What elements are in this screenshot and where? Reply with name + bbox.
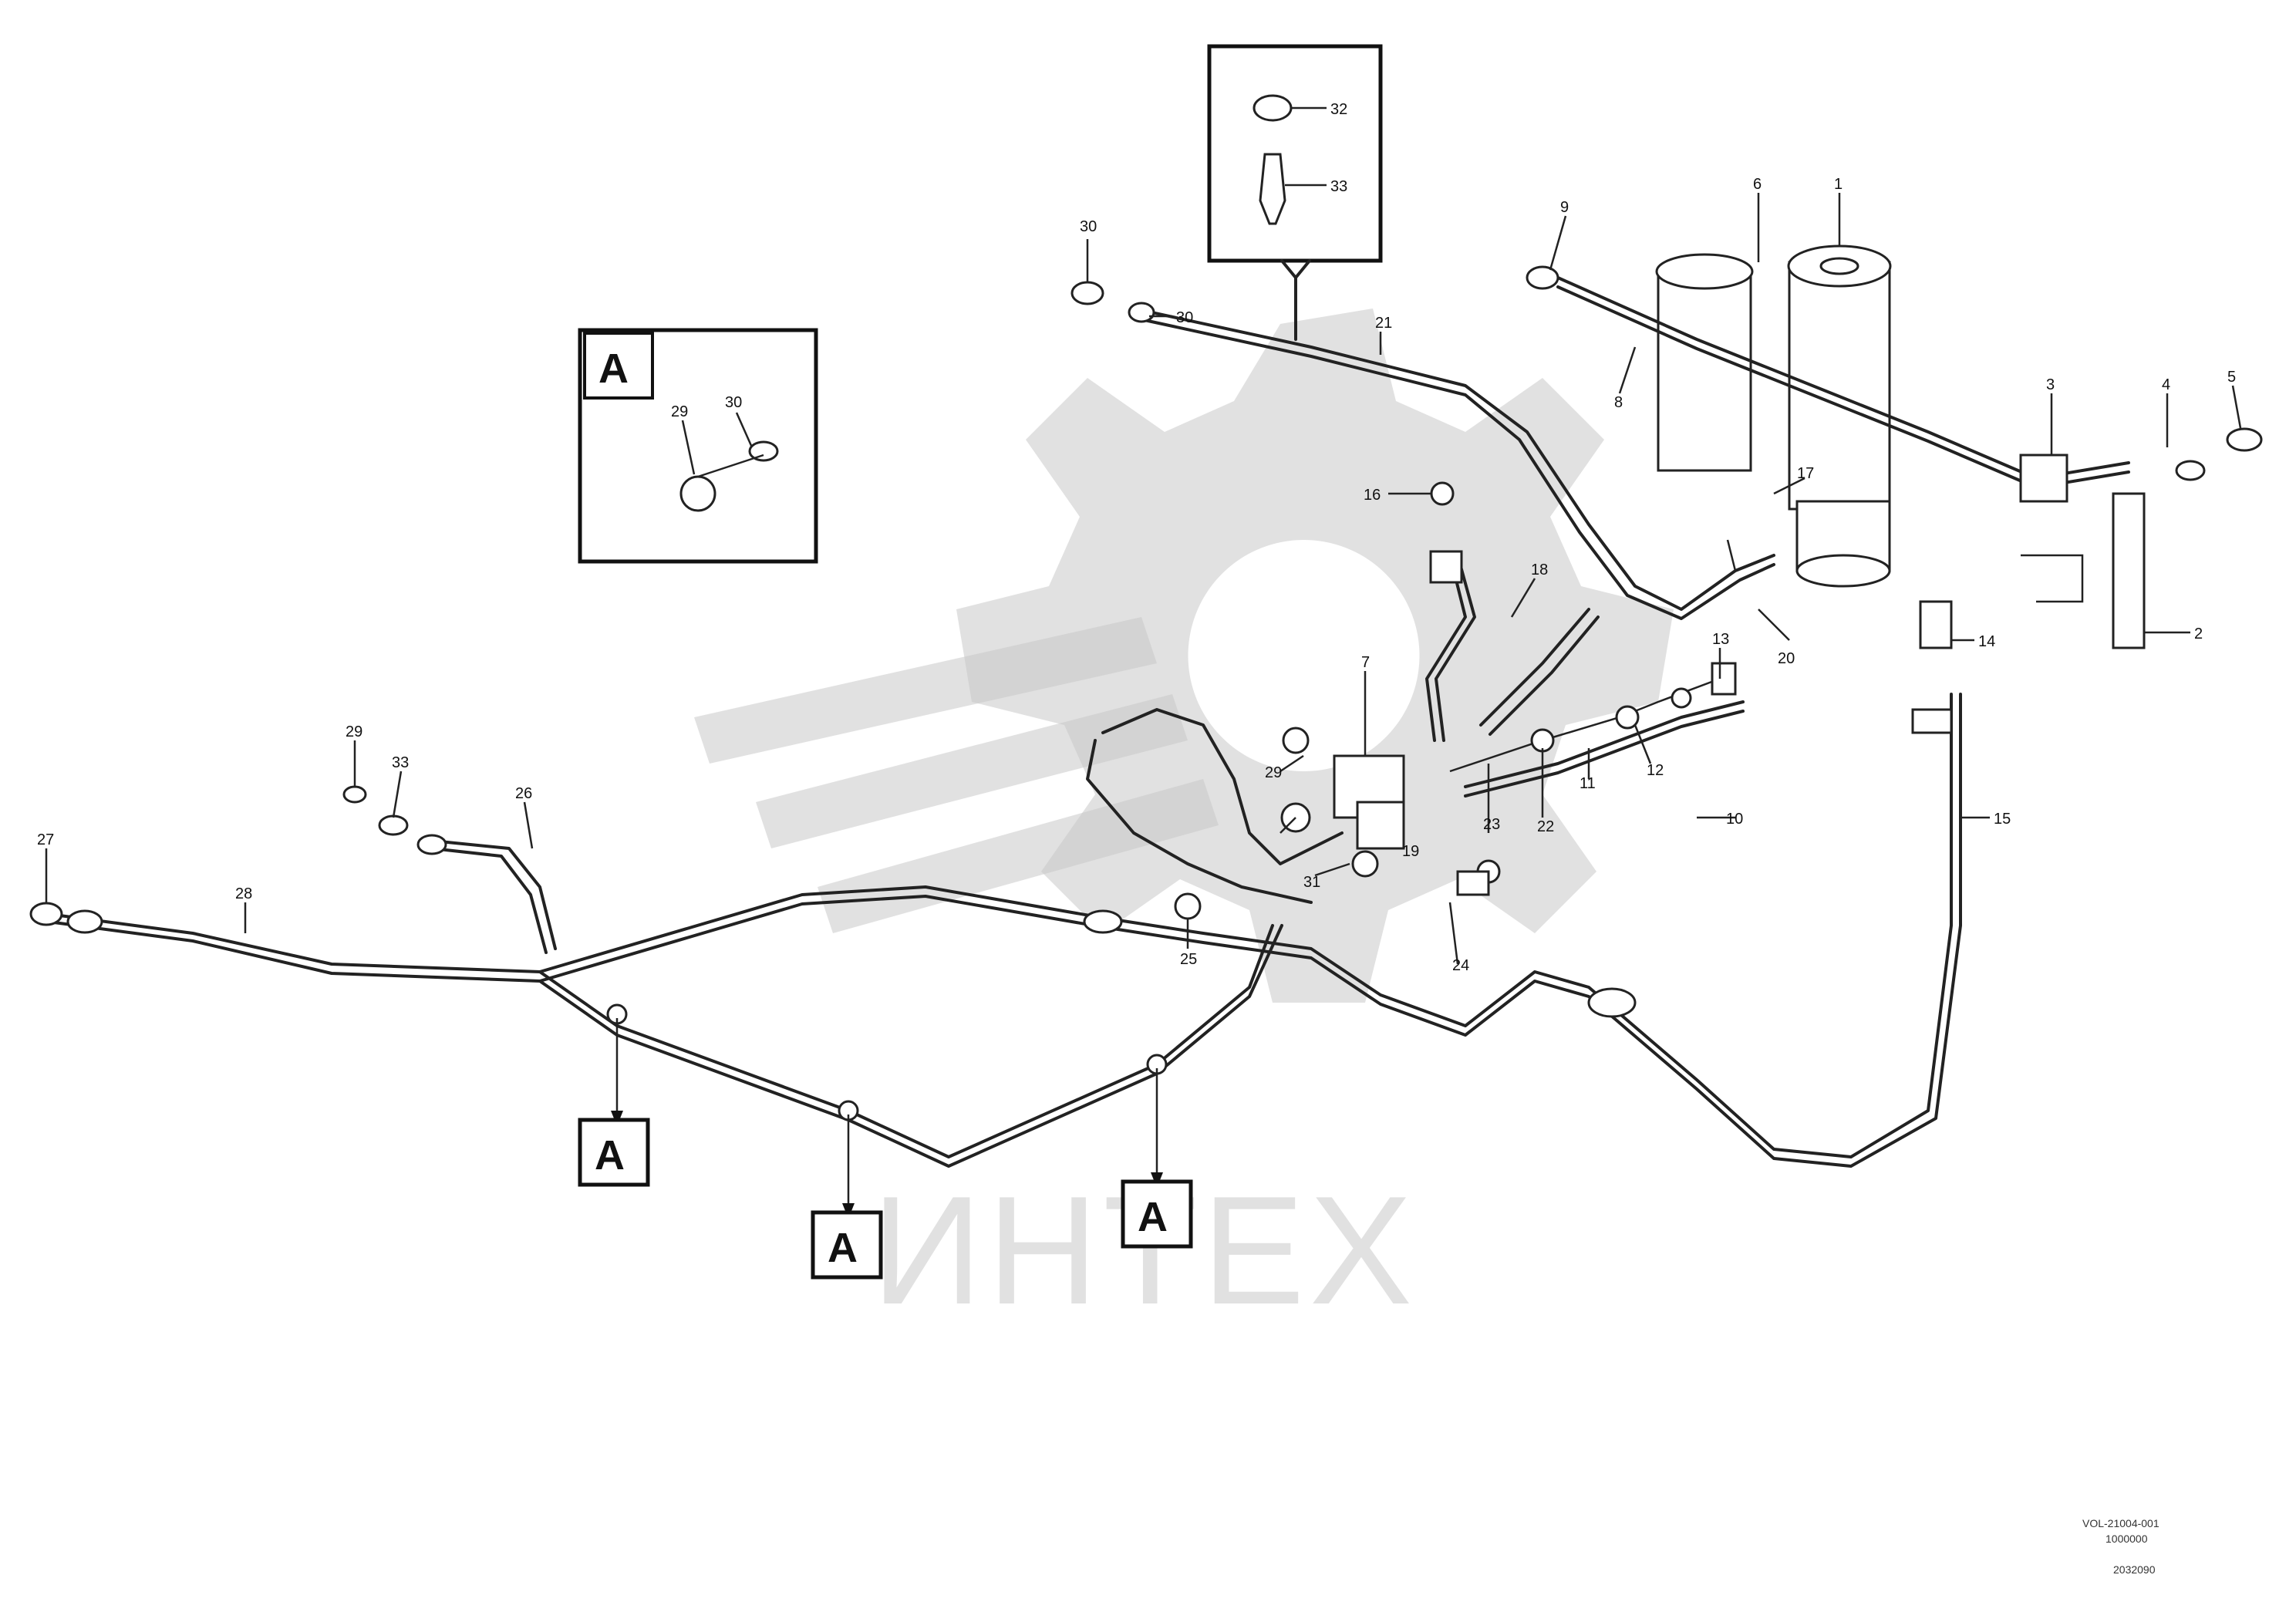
callout-29-inset: 29 <box>671 403 688 420</box>
callout-18: 18 <box>1531 561 1548 578</box>
callout-3: 3 <box>2046 376 2055 393</box>
callout-11: 11 <box>1580 775 1596 792</box>
callout-31: 31 <box>1303 874 1320 891</box>
callout-10: 10 <box>1726 811 1743 828</box>
callout-25: 25 <box>1180 951 1197 968</box>
svg-text:A: A <box>1138 1194 1168 1240</box>
callout-labels: 1 2 3 4 5 6 7 8 9 10 11 12 13 14 15 16 1… <box>37 101 2236 974</box>
callout-28: 28 <box>235 885 252 902</box>
callout-16: 16 <box>1364 487 1381 504</box>
fitting-part-27 <box>29 902 63 926</box>
callout-30: 30 <box>1080 218 1097 235</box>
bolt-part-33 <box>1259 153 1286 225</box>
callout-23: 23 <box>1483 816 1500 833</box>
tank-assembly <box>1526 244 2263 734</box>
callout-33: 33 <box>1330 178 1347 195</box>
clip-part <box>679 475 716 512</box>
callout-7: 7 <box>1361 654 1370 671</box>
detail-inset-top <box>1207 44 1383 341</box>
callout-14: 14 <box>1978 633 1995 650</box>
callout-29-left: 29 <box>346 723 362 740</box>
callout-21: 21 <box>1375 315 1392 332</box>
svg-text:A: A <box>828 1225 858 1271</box>
callout-20: 20 <box>1778 650 1795 667</box>
callout-27: 27 <box>37 831 54 848</box>
watermark-swoosh-1 <box>694 617 1157 764</box>
washer-part-32 <box>1253 94 1293 122</box>
fitting-part-30 <box>1070 281 1104 305</box>
callout-26: 26 <box>515 785 532 802</box>
callout-30-inset: 30 <box>725 394 742 411</box>
callout-6: 6 <box>1753 176 1762 193</box>
callout-9: 9 <box>1560 199 1569 216</box>
fitting-part-25 <box>1174 892 1202 920</box>
callout-12: 12 <box>1647 762 1664 779</box>
callout-1: 1 <box>1834 176 1843 193</box>
callout-13: 13 <box>1712 631 1729 648</box>
watermark-swoosh-2 <box>756 694 1188 848</box>
callout-5: 5 <box>2227 369 2236 386</box>
callout-4: 4 <box>2162 376 2170 393</box>
drawing-ref-code: 2032090 <box>2113 1563 2156 1576</box>
callout-32: 32 <box>1330 101 1347 118</box>
fitting-part-16 <box>1430 481 1455 506</box>
detail-inset-a: A <box>578 328 818 564</box>
callout-22: 22 <box>1537 818 1554 835</box>
callout-15: 15 <box>1994 811 2011 828</box>
watermark-swoosh-3 <box>818 779 1219 933</box>
leader-lines <box>45 193 2242 1219</box>
drawing-reference: VOL-21004-001 1000000 2032090 <box>2082 1517 2159 1576</box>
callout-29: 29 <box>1265 764 1282 781</box>
sensor-part-14 <box>1919 600 1953 649</box>
marker-a-2: A <box>811 1210 883 1280</box>
callout-24: 24 <box>1452 957 1469 974</box>
marker-a-3: A <box>1121 1179 1193 1249</box>
callout-33-left: 33 <box>392 754 409 771</box>
callout-19: 19 <box>1402 843 1419 860</box>
callout-17: 17 <box>1797 465 1814 482</box>
reservoir-part-1 <box>1788 261 1891 511</box>
callout-30-b: 30 <box>1176 309 1193 326</box>
drawing-ref-line2: 1000000 <box>2106 1533 2148 1545</box>
callout-2: 2 <box>2194 626 2203 642</box>
drawing-ref-line1: VOL-21004-001 <box>2082 1517 2159 1529</box>
callout-8: 8 <box>1614 394 1623 411</box>
detail-a-label: A <box>598 346 629 392</box>
marker-a-1: A <box>578 1118 650 1187</box>
valve-block <box>1083 481 1737 1018</box>
svg-text:A: A <box>595 1132 625 1179</box>
